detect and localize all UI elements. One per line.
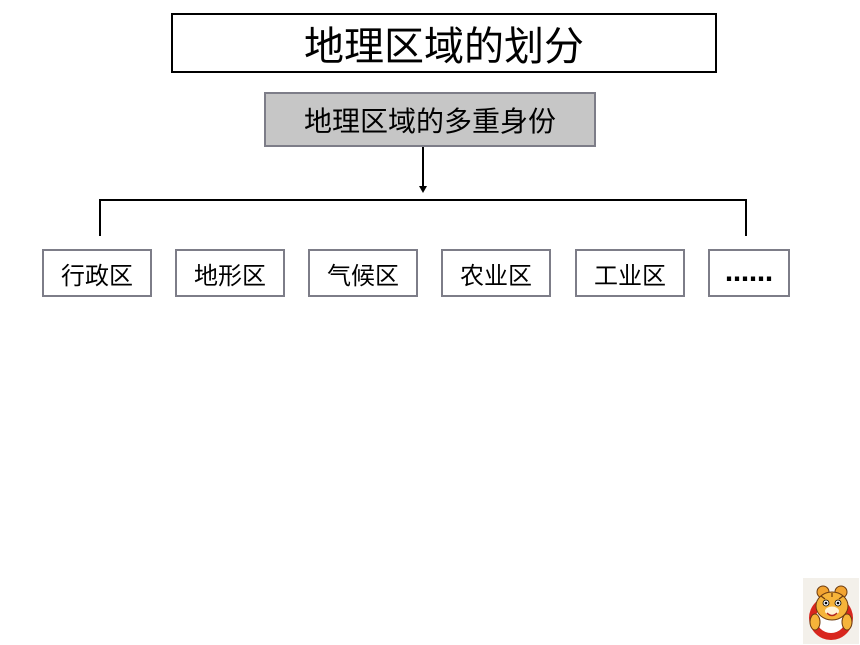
- node-climate: 气候区: [308, 249, 418, 297]
- node-agriculture: 农业区: [441, 249, 551, 297]
- node-administrative: 行政区: [42, 249, 152, 297]
- arrow-head: [419, 186, 427, 193]
- root-node: 地理区域的多重身份: [264, 92, 596, 147]
- node-landform: 地形区: [175, 249, 285, 297]
- page-title: 地理区域的划分: [171, 13, 717, 73]
- node-more: ……: [708, 249, 790, 297]
- tiger-mascot-icon: [803, 578, 859, 644]
- node-industry: 工业区: [575, 249, 685, 297]
